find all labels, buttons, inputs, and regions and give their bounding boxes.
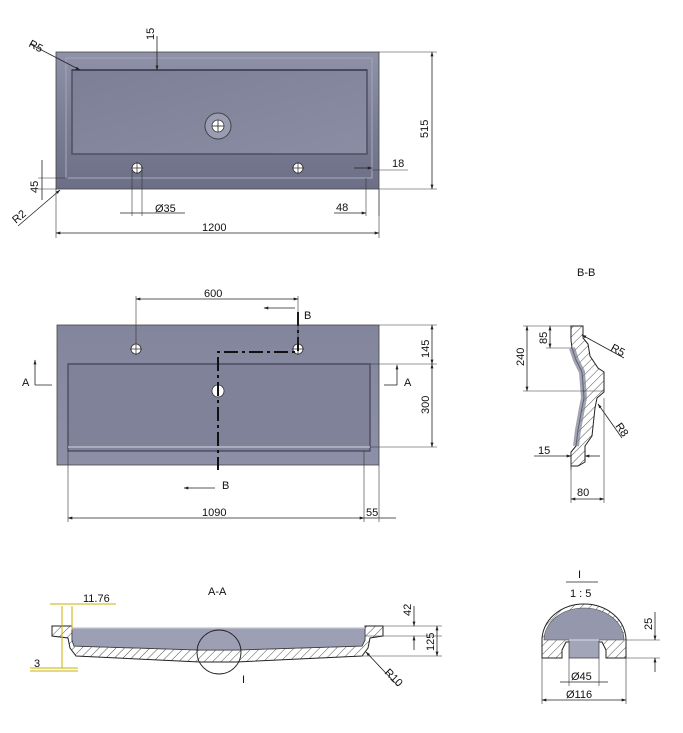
label-a-right: A — [404, 377, 412, 389]
dim-18: 18 — [392, 158, 404, 170]
dim-r10: R10 — [382, 667, 405, 690]
detail-i-scale: 1 : 5 — [570, 588, 591, 600]
dim-15-bb: 15 — [538, 445, 550, 457]
front-view: B B A A 600 145 300 1090 55 — [22, 288, 437, 522]
detail-circle — [196, 629, 242, 675]
section-aa-title: A-A — [208, 586, 227, 598]
detail-i: I 1 : 5 25 Ø45 Ø116 — [541, 569, 660, 704]
dim-1200: 1200 — [202, 222, 226, 234]
section-aa: A-A I 11.76 3 42 125 R10 — [30, 586, 442, 689]
detail-i-title: I — [578, 569, 581, 581]
dim-r5-top: R5 — [27, 38, 45, 55]
dim-15-top: 15 — [145, 28, 157, 40]
dim-55: 55 — [366, 507, 378, 519]
dim-125: 125 — [425, 633, 437, 651]
section-bb: B-B 240 85 R5 R8 15 80 — [515, 267, 630, 503]
dim-85: 85 — [538, 332, 550, 344]
dim-3: 3 — [34, 658, 40, 670]
dim-145: 145 — [420, 340, 432, 358]
top-view-rim — [65, 57, 373, 179]
top-view-basin — [71, 69, 368, 155]
dim-48: 48 — [336, 202, 348, 214]
dim-25: 25 — [643, 618, 655, 630]
label-a-left: A — [22, 377, 30, 389]
dim-r2: R2 — [10, 208, 28, 226]
dim-d35: Ø35 — [155, 203, 176, 215]
dim-80: 80 — [577, 487, 589, 499]
dim-r8: R8 — [613, 421, 631, 439]
detail-i-bore — [568, 639, 600, 659]
dim-r5-bb: R5 — [609, 342, 627, 359]
dim-45: 45 — [29, 181, 41, 193]
dim-1090: 1090 — [202, 507, 226, 519]
dim-515: 515 — [419, 120, 431, 138]
label-b-top: B — [304, 310, 311, 322]
dim-d116: Ø116 — [566, 689, 592, 701]
section-bb-title: B-B — [577, 267, 595, 279]
dim-600: 600 — [204, 288, 222, 300]
top-view: R5 15 515 45 R2 18 Ø35 48 1200 — [10, 28, 437, 238]
dim-240: 240 — [515, 348, 527, 366]
dim-11-76: 11.76 — [83, 593, 110, 605]
label-b-bottom: B — [222, 480, 229, 492]
dim-42: 42 — [402, 604, 414, 616]
dim-d45: Ø45 — [571, 671, 592, 683]
detail-ref: I — [242, 674, 245, 686]
dim-300: 300 — [420, 396, 432, 414]
